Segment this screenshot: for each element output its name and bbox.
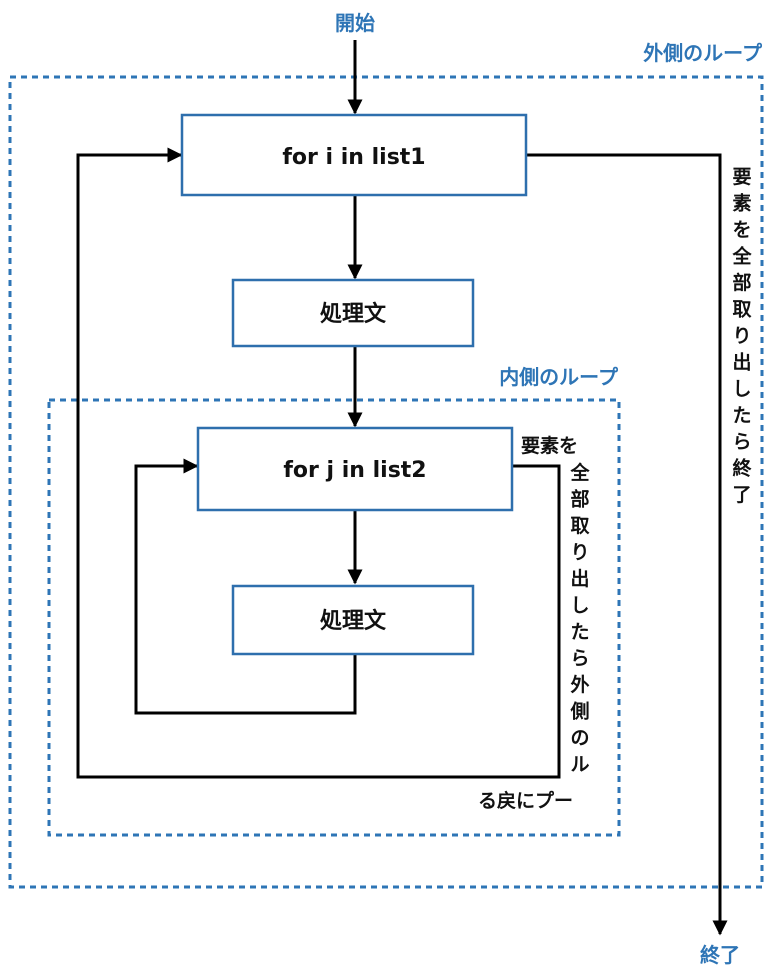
outer-loop-back-arrow: [76, 147, 561, 779]
start-label: 開始: [335, 11, 375, 35]
inner-loop-label: 内側のループ: [499, 365, 619, 389]
inner-exit-note-tail: る戻にプー: [478, 789, 573, 812]
outer-exit-note-char: り: [732, 325, 751, 347]
inner-exit-note-char: 取: [570, 515, 589, 537]
outer-exit-note-char: 了: [732, 484, 751, 506]
outer-exit-note-char: 終: [732, 457, 752, 480]
inner-process-box: 処理文: [231, 584, 475, 656]
inner-exit-note-char: ら: [570, 648, 589, 670]
outer-exit-note-char: し: [732, 378, 751, 400]
inner-exit-note-char: 部: [570, 488, 589, 511]
inner-exit-note-char: た: [570, 621, 589, 643]
inner-process-text: 処理文: [320, 608, 387, 634]
outer-exit-note-char: 出: [732, 351, 751, 374]
outer-exit-note-char: 素: [732, 192, 751, 215]
outer-process-text: 処理文: [320, 301, 387, 327]
end-label: 終了: [700, 943, 740, 967]
exit-arrow: [526, 153, 728, 936]
outer-exit-note-char: 要: [732, 166, 751, 188]
outer-exit-note-char: 部: [732, 271, 751, 294]
outer-loop-boundary: [8, 75, 764, 889]
outer-exit-note-char: 全: [731, 245, 752, 268]
inner-exit-note-char: し: [570, 595, 589, 617]
inner-exit-note-char: ル: [570, 754, 589, 776]
inner-exit-note-head: 要素を: [521, 434, 578, 457]
inner-loop-boundary: [47, 398, 621, 837]
inner-exit-note-char: 外: [570, 673, 589, 696]
inner-exit-note-char: 出: [570, 567, 589, 590]
outer-exit-note-char: ら: [732, 431, 751, 453]
outer-loop-label: 外側のループ: [643, 41, 763, 65]
inner-exit-note-char: の: [570, 727, 589, 749]
outer-exit-note-char: を: [732, 219, 751, 241]
inner-for-text: for j in list2: [283, 458, 426, 483]
inner-loop-back-arrow: [134, 458, 357, 715]
inner-exit-note-char: り: [570, 542, 589, 564]
inner-exit-note-char: 全: [569, 461, 590, 484]
outer-exit-note-char: た: [732, 405, 751, 427]
outer-for-text: for i in list1: [282, 145, 425, 170]
inner-for-box: for j in list2: [196, 426, 514, 512]
outer-exit-note-char: 取: [732, 299, 751, 321]
outer-for-box: for i in list1: [180, 113, 528, 197]
inner-exit-note-char: 側: [569, 701, 589, 723]
outer-process-box: 処理文: [231, 278, 475, 348]
